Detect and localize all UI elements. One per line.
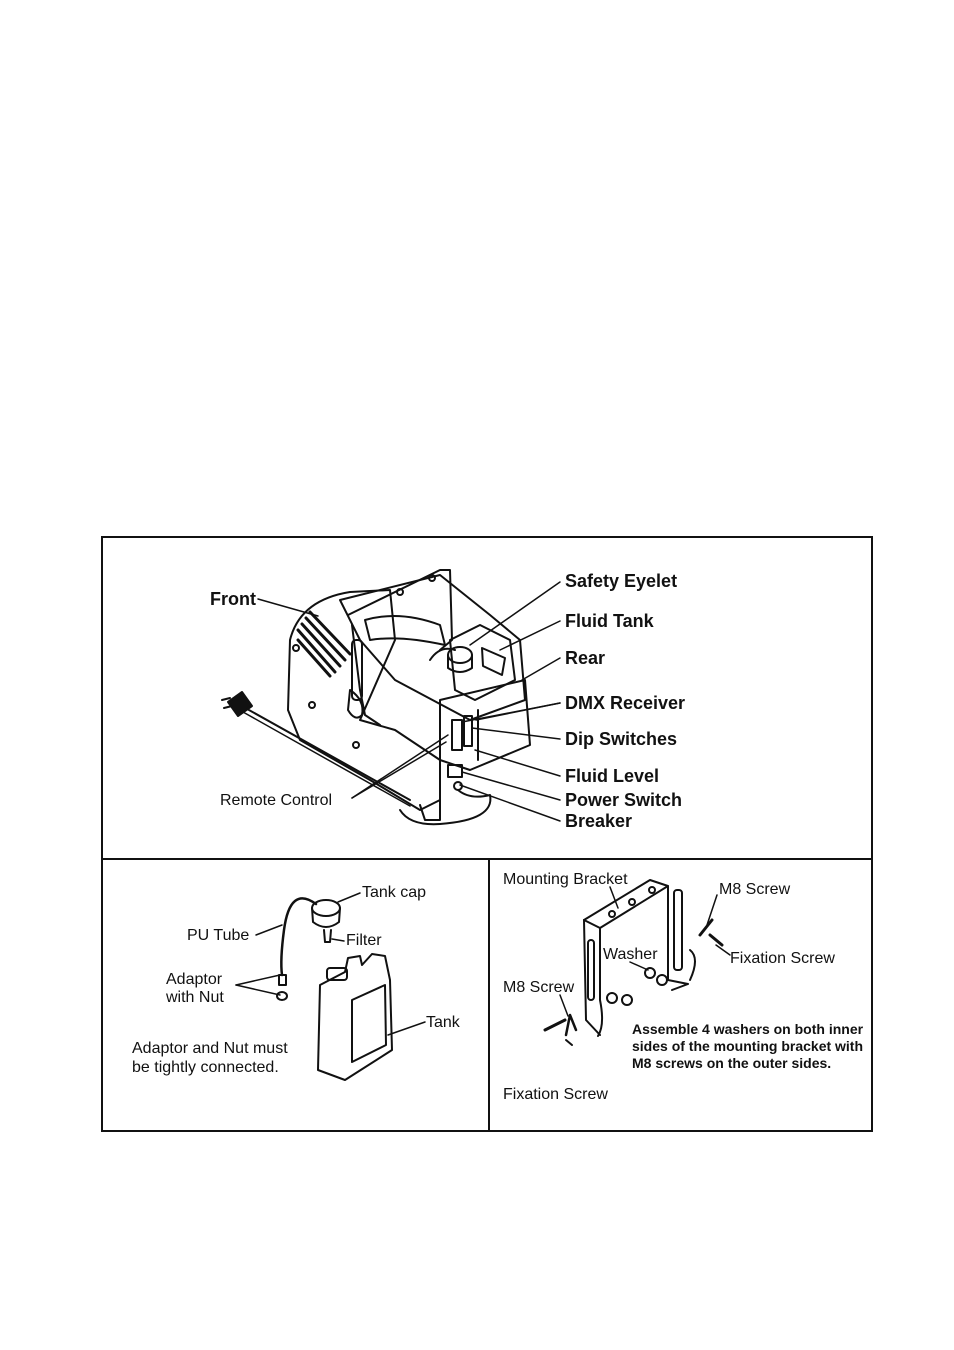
label-m8-screw-top: M8 Screw	[719, 881, 791, 898]
label-power-switch: Power Switch	[565, 790, 683, 810]
label-breaker: Breaker	[565, 811, 633, 831]
label-fixation-screw-bottom: Fixation Screw	[503, 1086, 608, 1103]
label-rear: Rear	[565, 648, 606, 668]
label-safety-eyelet: Safety Eyelet	[565, 571, 678, 591]
tank-note-line1: Adaptor and Nut must	[132, 1040, 288, 1057]
label-pu-tube: PU Tube	[187, 927, 250, 944]
label-dmx-receiver: DMX Receiver	[565, 693, 686, 713]
panel-divider-vertical	[488, 858, 490, 1132]
label-remote-control: Remote Control	[220, 792, 333, 809]
panel-divider-horizontal	[103, 858, 871, 860]
bracket-note: Assemble 4 washers on both inner sides o…	[632, 1021, 863, 1072]
bracket-note-line1: Assemble 4 washers on both inner	[632, 1021, 864, 1037]
tank-drawing	[276, 897, 393, 1081]
label-front: Front	[210, 589, 256, 609]
label-fluid-level: Fluid Level	[565, 766, 660, 786]
leader-lines-top	[257, 581, 561, 822]
label-dip-switches: Dip Switches	[565, 729, 678, 749]
bracket-note-line2: sides of the mounting bracket with	[632, 1038, 864, 1054]
label-adaptor: Adaptor	[166, 971, 223, 988]
label-fluid-tank: Fluid Tank	[565, 611, 654, 631]
label-tank: Tank	[426, 1014, 460, 1031]
label-with-nut: with Nut	[166, 989, 224, 1006]
label-fixation-screw-right: Fixation Screw	[730, 950, 835, 967]
label-filter: Filter	[346, 932, 382, 949]
bracket-note-line3: M8 screws on the outer sides.	[632, 1055, 832, 1071]
fog-machine-drawing	[221, 569, 531, 826]
label-washer: Washer	[603, 946, 658, 963]
leader-lines-tank	[235, 892, 426, 1036]
tank-note-line2: be tightly connected.	[132, 1059, 279, 1076]
bracket-drawing	[543, 879, 724, 1046]
label-m8-screw-left: M8 Screw	[503, 979, 575, 996]
label-mounting-bracket: Mounting Bracket	[503, 871, 628, 888]
leader-lines-bracket	[559, 886, 731, 1017]
label-tank-cap: Tank cap	[362, 884, 427, 901]
diagram-frame	[101, 536, 873, 1132]
